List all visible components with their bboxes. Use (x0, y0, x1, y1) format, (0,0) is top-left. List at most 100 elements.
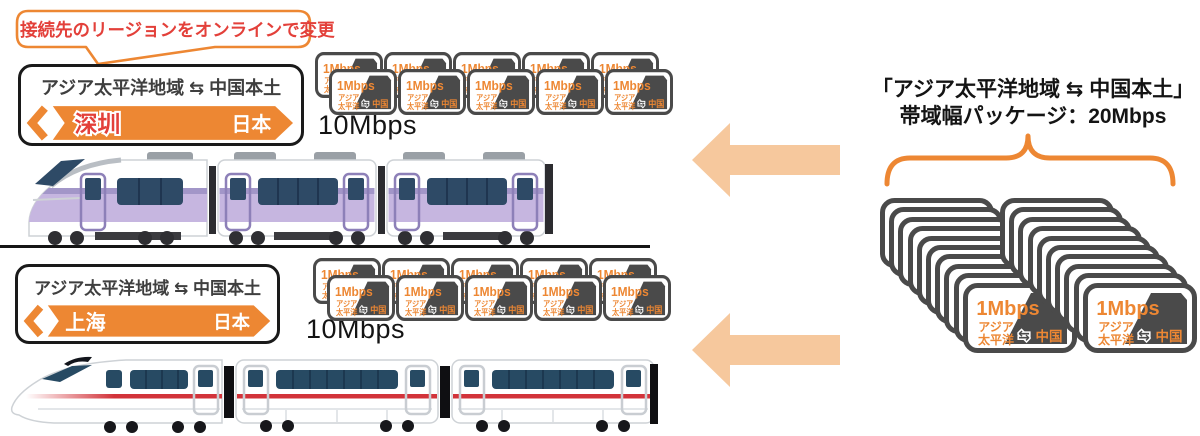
svg-text:太平洋: 太平洋 (614, 101, 636, 111)
package-title-line2: 帯域幅パッケージ：20Mbps (899, 105, 1167, 128)
bandwidth-card-slot: 1Mbps アジア 太平洋 ⇆ 中国 (465, 275, 533, 321)
svg-text:太平洋: 太平洋 (336, 307, 358, 317)
svg-text:1Mbps: 1Mbps (473, 285, 511, 300)
bandwidth-card-slot: 1Mbps アジア 太平洋 ⇆ 中国 (605, 69, 673, 115)
svg-text:⇆: ⇆ (1138, 327, 1150, 343)
svg-text:アジア: アジア (405, 299, 427, 308)
svg-text:中国: 中国 (508, 305, 524, 315)
ribbon-band (52, 106, 294, 140)
brace-icon (884, 133, 1176, 187)
svg-text:太平洋: 太平洋 (978, 332, 1014, 347)
svg-text:⇆: ⇆ (431, 98, 438, 108)
bandwidth-card-group-shenzhen: 1Mbps アジア 太平洋 ⇆ 中国 1Mbps アジア 太平洋 ⇆ 中国 1M… (315, 52, 675, 116)
svg-text:中国: 中国 (372, 99, 388, 109)
svg-text:アジア: アジア (338, 93, 360, 102)
svg-text:アジア: アジア (336, 299, 358, 308)
svg-text:⇆: ⇆ (500, 98, 507, 108)
svg-text:⇆: ⇆ (498, 304, 505, 314)
origin-label: 深圳 (75, 111, 121, 137)
shinkansen-train-illustration (10, 356, 658, 434)
svg-text:1Mbps: 1Mbps (475, 79, 513, 94)
bandwidth-card: 1Mbps アジア 太平洋 ⇆ 中国 (467, 69, 535, 115)
svg-text:中国: 中国 (370, 305, 386, 315)
bandwidth-card-group-shanghai: 1Mbps アジア 太平洋 ⇆ 中国 1Mbps アジア 太平洋 ⇆ 中国 1M… (313, 258, 673, 322)
svg-text:1Mbps: 1Mbps (611, 285, 649, 300)
svg-text:アジア: アジア (614, 93, 636, 102)
train-lead-car (10, 356, 223, 433)
left-arrow-icon (692, 313, 840, 387)
svg-text:1Mbps: 1Mbps (406, 79, 444, 94)
bandwidth-card: 1Mbps アジア 太平洋 ⇆ 中国 (603, 275, 671, 321)
svg-text:太平洋: 太平洋 (338, 101, 360, 111)
svg-text:中国: 中国 (648, 99, 664, 109)
svg-text:1Mbps: 1Mbps (337, 79, 375, 94)
bandwidth-card-slot: 1Mbps アジア 太平洋 ⇆ 中国 (536, 69, 604, 115)
svg-text:中国: 中国 (646, 305, 662, 315)
svg-text:太平洋: 太平洋 (543, 307, 565, 317)
svg-text:アジア: アジア (543, 299, 565, 308)
svg-text:アジア: アジア (407, 93, 429, 102)
svg-text:太平洋: 太平洋 (407, 101, 429, 111)
windshield (42, 365, 92, 382)
svg-text:中国: 中国 (439, 305, 455, 315)
ribbon-band (47, 305, 270, 337)
destination-label: 日本 (231, 113, 271, 136)
bandwidth-card-slot: 1Mbps アジア 太平洋 ⇆ 中国 (1082, 282, 1197, 353)
bandwidth-card-slot: 1Mbps アジア 太平洋 ⇆ 中国 (396, 275, 464, 321)
svg-text:⇆: ⇆ (429, 304, 436, 314)
bandwidth-card: 1Mbps アジア 太平洋 ⇆ 中国 (536, 69, 604, 115)
svg-text:中国: 中国 (510, 99, 526, 109)
svg-text:アジア: アジア (978, 320, 1014, 334)
route-box-shanghai: アジア太平洋地域 ⇆ 中国本土 上海 日本 (15, 264, 280, 344)
svg-text:太平洋: 太平洋 (405, 307, 427, 317)
bandwidth-card: 1Mbps アジア 太平洋 ⇆ 中国 (398, 69, 466, 115)
svg-text:中国: 中国 (579, 99, 595, 109)
bandwidth-card: 1Mbps アジア 太平洋 ⇆ 中国 (1082, 282, 1197, 353)
svg-text:⇆: ⇆ (360, 304, 367, 314)
package-title-line1: 「アジア太平洋地域 ⇆ 中国本土」 (871, 78, 1195, 101)
svg-text:アジア: アジア (474, 299, 496, 308)
bandwidth-card-slot: 1Mbps アジア 太平洋 ⇆ 中国 (398, 69, 466, 115)
route-title: アジア太平洋地域 ⇆ 中国本土 (40, 78, 282, 98)
bandwidth-card-slot: 1Mbps アジア 太平洋 ⇆ 中国 (534, 275, 602, 321)
svg-text:1Mbps: 1Mbps (335, 285, 373, 300)
svg-text:太平洋: 太平洋 (545, 101, 567, 111)
bandwidth-card: 1Mbps アジア 太平洋 ⇆ 中国 (327, 275, 395, 321)
svg-text:1Mbps: 1Mbps (976, 298, 1039, 320)
bandwidth-card-slot: 1Mbps アジア 太平洋 ⇆ 中国 (603, 275, 671, 321)
section-divider (0, 245, 650, 248)
svg-text:⇆: ⇆ (638, 98, 645, 108)
svg-text:中国: 中国 (441, 99, 457, 109)
route-ribbon: 上海 日本 (23, 304, 270, 338)
bandwidth-card-slot: 1Mbps アジア 太平洋 ⇆ 中国 (467, 69, 535, 115)
bandwidth-total-label: 10Mbps (318, 110, 418, 140)
svg-text:1Mbps: 1Mbps (542, 285, 580, 300)
callout-bubble: 接続先のリージョンをオンラインで変更 (14, 8, 335, 70)
bandwidth-card: 1Mbps アジア 太平洋 ⇆ 中国 (396, 275, 464, 321)
bandwidth-card: 1Mbps アジア 太平洋 ⇆ 中国 (605, 69, 673, 115)
svg-text:太平洋: 太平洋 (474, 307, 496, 317)
windshield (35, 159, 85, 186)
ribbon-left-chevron-icon (26, 105, 48, 141)
svg-text:太平洋: 太平洋 (476, 101, 498, 111)
package-title: 「アジア太平洋地域 ⇆ 中国本土」 帯域幅パッケージ：20Mbps (850, 76, 1200, 130)
svg-text:アジア: アジア (612, 299, 634, 308)
svg-text:中国: 中国 (1035, 328, 1062, 344)
svg-text:太平洋: 太平洋 (1098, 332, 1134, 347)
svg-text:1Mbps: 1Mbps (1096, 298, 1159, 320)
callout-text: 接続先のリージョンをオンラインで変更 (20, 20, 335, 40)
origin-label: 上海 (65, 310, 105, 334)
svg-text:アジア: アジア (545, 93, 567, 102)
svg-text:⇆: ⇆ (569, 98, 576, 108)
svg-text:1Mbps: 1Mbps (613, 79, 651, 94)
destination-label: 日本 (213, 311, 250, 332)
route-box-shenzhen: アジア太平洋地域 ⇆ 中国本土 深圳 日本 (18, 64, 304, 146)
bandwidth-card-slot: 1Mbps アジア 太平洋 ⇆ 中国 (327, 275, 395, 321)
callout-bubble-shape (15, 9, 312, 66)
route-ribbon: 深圳 日本 (26, 105, 294, 141)
svg-text:1Mbps: 1Mbps (404, 285, 442, 300)
bandwidth-card: 1Mbps アジア 太平洋 ⇆ 中国 (465, 275, 533, 321)
svg-text:太平洋: 太平洋 (612, 307, 634, 317)
svg-text:⇆: ⇆ (636, 304, 643, 314)
